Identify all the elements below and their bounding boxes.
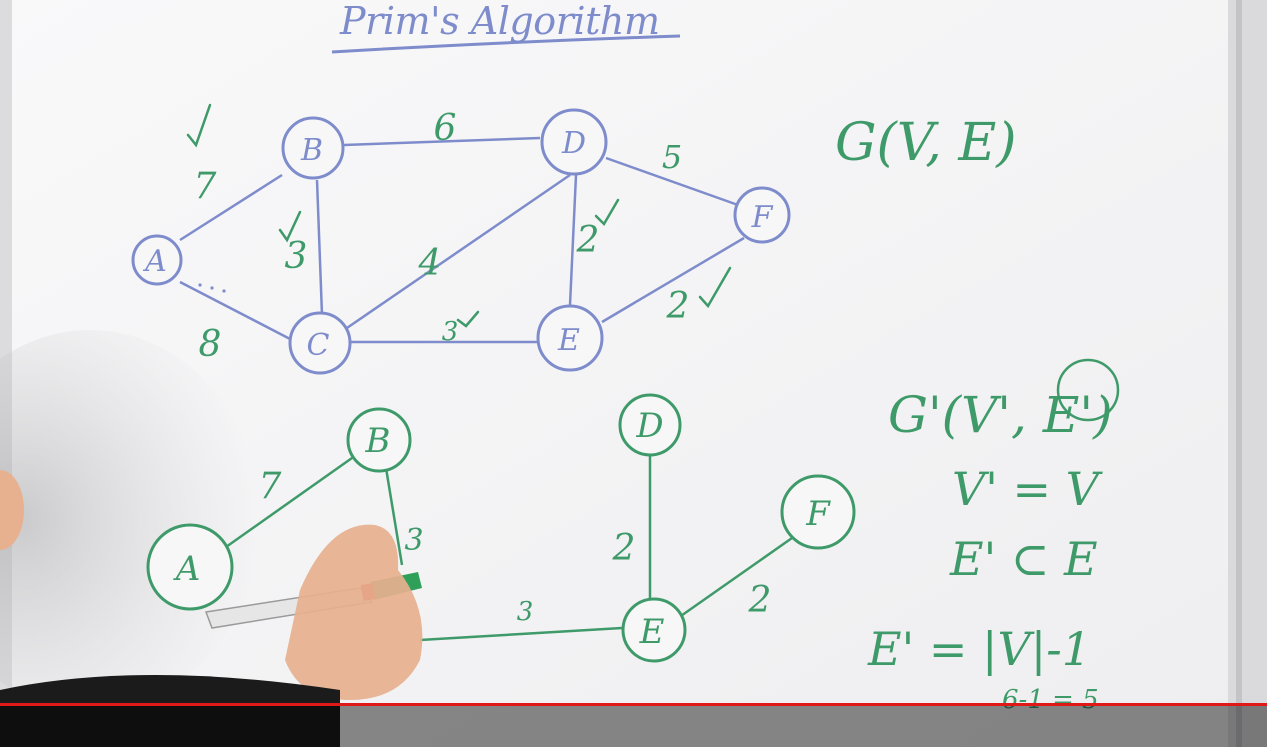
check-icon <box>278 210 302 243</box>
node-D-label: D <box>561 126 586 161</box>
edge-D-F <box>605 156 739 207</box>
tree-node-B <box>346 407 412 473</box>
weight-A-C: 8 <box>199 324 222 365</box>
edge-E-F <box>601 236 745 324</box>
node-D <box>540 108 608 176</box>
note-e-count: E' = |V|-1 <box>867 622 1091 676</box>
graph-label: G(V, E) <box>835 113 1017 173</box>
node-E <box>536 304 604 372</box>
face-edge <box>0 470 24 550</box>
tree-edge-C-E <box>419 626 623 642</box>
tree-node-A <box>146 523 234 611</box>
check-icon <box>594 198 620 227</box>
presenter-hand <box>0 470 423 747</box>
node-B <box>281 116 345 180</box>
note-e-subset: E' ⊂ E <box>949 532 1098 586</box>
circle-mark <box>1056 358 1120 422</box>
tree-weight-E-F: 2 <box>748 580 772 621</box>
tree-edge-B-C <box>384 467 404 566</box>
edge-A-B <box>179 173 283 242</box>
node-F-label: F <box>751 200 774 235</box>
node-C <box>288 311 352 375</box>
tree-weight-D-E: 2 <box>612 528 636 569</box>
spanning-tree <box>225 452 793 642</box>
note-calc: 6-1 = 5 <box>1002 685 1099 715</box>
note-mst-label: G'(V', E') <box>888 386 1113 444</box>
node-E-label: E <box>557 323 580 358</box>
tree-edge-A-B <box>225 456 353 549</box>
node-A <box>131 234 183 286</box>
hand <box>285 524 423 700</box>
node-F <box>733 186 791 244</box>
tree-node-D-label: D <box>635 406 663 446</box>
check-marks <box>186 103 732 328</box>
node-A-label: A <box>142 244 167 279</box>
dotted-mark <box>198 283 226 293</box>
weight-D-E: 2 <box>576 220 600 261</box>
edge-A-C <box>179 280 293 342</box>
check-icon <box>186 103 212 148</box>
check-icon <box>456 310 480 328</box>
tree-node-B-label: B <box>365 421 391 461</box>
arm-sleeve <box>0 675 340 747</box>
original-nodes <box>131 108 791 375</box>
check-icon <box>698 266 732 309</box>
tree-node-F-label: F <box>805 494 831 534</box>
tree-edge-E-F <box>677 536 793 620</box>
video-progress-fill <box>0 703 1267 706</box>
tree-weight-A-B: 7 <box>259 466 282 507</box>
board-frame-edge <box>1236 0 1242 747</box>
note-v-eq: V' = V <box>952 462 1104 516</box>
original-graph <box>179 136 745 344</box>
edge-C-D <box>343 173 571 332</box>
tree-node-E <box>621 597 687 663</box>
board-frame-right <box>1228 0 1267 747</box>
video-progress-bar[interactable] <box>0 703 1267 706</box>
weight-C-E: 3 <box>442 317 459 347</box>
spanning-tree-node-labels: A B D E F <box>173 406 831 652</box>
tree-weight-C-E: 3 <box>517 597 534 627</box>
video-bottom-shade <box>0 706 1267 747</box>
weight-A-B: 7 <box>194 166 217 207</box>
weight-B-C: 3 <box>285 236 308 277</box>
edge-B-D <box>343 136 541 147</box>
notes: G'(V', E') V' = V E' ⊂ E E' = |V|-1 6-1 … <box>867 358 1120 715</box>
tree-node-D <box>618 393 682 457</box>
title-underline <box>331 34 681 54</box>
edge-D-E <box>568 174 578 306</box>
tree-weight-B-C: 3 <box>404 523 423 558</box>
spanning-tree-weights: 7 3 3 2 2 <box>259 466 772 627</box>
presenter-shadow <box>0 330 260 710</box>
weight-B-D: 6 <box>434 108 457 149</box>
node-C-label: C <box>307 328 330 363</box>
spanning-tree-nodes <box>146 393 856 663</box>
tree-node-F <box>780 474 856 550</box>
weight-D-F: 5 <box>662 138 682 176</box>
edge-B-C <box>315 179 324 316</box>
title-text: Prim's Algorithm <box>339 0 660 43</box>
weight-C-D: 4 <box>418 243 442 284</box>
original-weights: 7 8 3 6 4 3 2 5 2 <box>194 108 690 365</box>
node-B-label: B <box>300 133 323 168</box>
tree-node-E-label: E <box>639 612 665 652</box>
original-node-labels: A B C D E F <box>142 126 773 363</box>
tree-node-A-label: A <box>173 549 201 589</box>
weight-E-F: 2 <box>666 286 690 327</box>
